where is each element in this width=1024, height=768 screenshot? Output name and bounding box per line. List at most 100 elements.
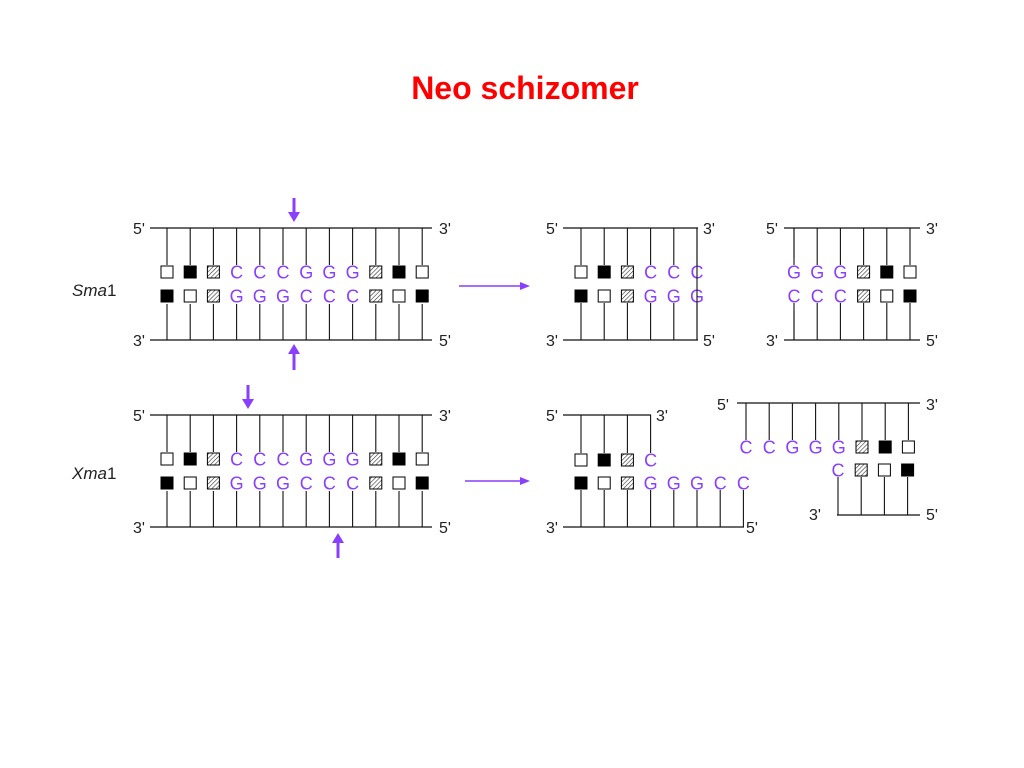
base-block-white [597,289,611,303]
end-label-3prime: 3' [926,221,938,238]
base-letter: C [277,450,290,470]
base-letter: G [322,263,336,283]
base-block-white [901,440,915,454]
end-label-5prime: 5' [439,333,451,350]
base-block-white [392,476,406,490]
cut-arrow-head [288,212,300,222]
end-label-3prime: 3' [439,408,451,425]
base-block-white [880,289,894,303]
base-letter: G [253,287,267,307]
end-label-3prime: 3' [439,221,451,238]
base-letter: G [276,474,290,494]
base-letter: C [644,263,657,283]
base-letter: C [834,287,847,307]
base-letter: C [740,438,753,458]
base-block-white [877,463,891,477]
base-block-white [392,289,406,303]
end-label-3prime: 3' [809,507,821,524]
base-block-hatched [206,452,220,466]
base-letter: G [810,263,824,283]
base-block-hatched [854,463,868,477]
cut-arrow-head [288,344,300,354]
end-label-3prime: 3' [656,408,668,425]
base-block-black [183,452,197,466]
end-label-5prime: 5' [439,520,451,537]
base-letter: G [346,263,360,283]
base-letter: G [644,474,658,494]
base-letter: G [787,263,801,283]
base-block-black [183,265,197,279]
base-block-hatched [620,453,634,467]
end-label-3prime: 3' [546,520,558,537]
cut-arrow-head [242,399,254,409]
base-block-white [183,289,197,303]
page-title: Neo schizomer [411,70,639,106]
base-block-white [597,476,611,490]
base-block-hatched [620,289,634,303]
base-letter: G [230,287,244,307]
base-block-hatched [620,265,634,279]
base-letter: G [253,474,267,494]
base-block-white [574,453,588,467]
reaction-arrow-head [520,477,530,485]
base-block-white [160,265,174,279]
enzyme-label-sma1: Sma1 [72,281,116,300]
base-block-white [160,452,174,466]
base-block-hatched [206,476,220,490]
end-label-3prime: 3' [766,333,778,350]
base-letter: C [832,461,845,481]
end-label-5prime: 5' [926,507,938,524]
end-label-5prime: 5' [703,333,715,350]
end-label-5prime: 5' [546,408,558,425]
base-letter: C [811,287,824,307]
base-letter: G [809,438,823,458]
base-letter: G [667,474,681,494]
base-letter: G [346,450,360,470]
base-letter: C [230,263,243,283]
base-block-white [415,452,429,466]
base-block-hatched [855,440,869,454]
end-label-5prime: 5' [766,221,778,238]
end-label-3prime: 3' [546,333,558,350]
base-letter: C [346,474,359,494]
end-label-5prime: 5' [926,333,938,350]
end-label-3prime: 3' [133,520,145,537]
base-block-white [415,265,429,279]
base-block-black [597,453,611,467]
end-label-5prime: 5' [133,221,145,238]
base-block-hatched [620,476,634,490]
base-letter: G [322,450,336,470]
base-block-white [574,265,588,279]
end-label-5prime: 5' [717,397,729,414]
base-letter: C [714,474,727,494]
base-letter: G [785,438,799,458]
base-letter: C [253,263,266,283]
base-block-black [878,440,892,454]
base-block-black [415,289,429,303]
base-block-black [415,476,429,490]
base-letter: C [300,287,313,307]
base-block-black [392,452,406,466]
base-block-black [901,463,915,477]
base-block-hatched [857,265,871,279]
base-letter: G [667,287,681,307]
base-block-black [160,289,174,303]
base-letter: C [667,263,680,283]
base-letter: C [644,451,657,471]
base-block-white [183,476,197,490]
base-letter: G [299,263,313,283]
cut-arrow-head [332,533,344,543]
base-letter: C [763,438,776,458]
end-label-5prime: 5' [746,520,758,537]
base-letter: G [833,263,847,283]
base-letter: C [230,450,243,470]
base-block-black [574,476,588,490]
base-block-hatched [206,265,220,279]
base-letter: G [230,474,244,494]
end-label-3prime: 3' [133,333,145,350]
end-label-3prime: 3' [926,397,938,414]
base-block-black [880,265,894,279]
base-block-hatched [369,452,383,466]
base-block-black [903,289,917,303]
